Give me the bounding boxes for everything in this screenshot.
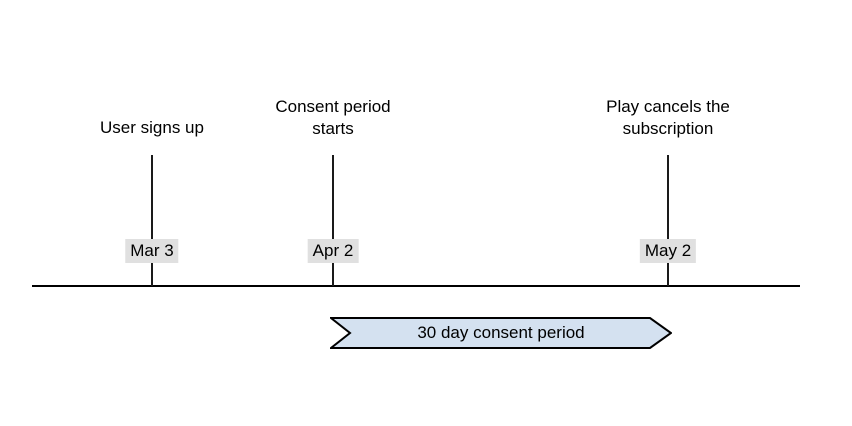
event-title-line: Play cancels the (606, 97, 730, 116)
event-tick-line (151, 155, 153, 286)
event-date-chip-cancel: May 2 (639, 239, 697, 263)
event-date-chip-signup: Mar 3 (125, 239, 179, 263)
consent-period-banner-label: 30 day consent period (417, 323, 585, 342)
timeline-axis (32, 285, 800, 287)
event-date-chip-consent-start: Apr 2 (307, 239, 359, 263)
consent-period-banner: 30 day consent period (330, 317, 672, 349)
event-title-line: User signs up (100, 118, 204, 137)
event-title-cancel: Play cancels the subscription (606, 96, 730, 140)
event-title-line: Consent period (275, 97, 391, 116)
event-title-consent-start: Consent period starts (275, 96, 390, 140)
event-title-line: starts (312, 119, 354, 138)
event-title-signup: User signs up (100, 117, 204, 139)
event-tick-line (667, 155, 669, 286)
event-title-line: subscription (622, 119, 714, 138)
chevron-banner-shape (330, 317, 672, 349)
event-tick-line (332, 155, 334, 286)
